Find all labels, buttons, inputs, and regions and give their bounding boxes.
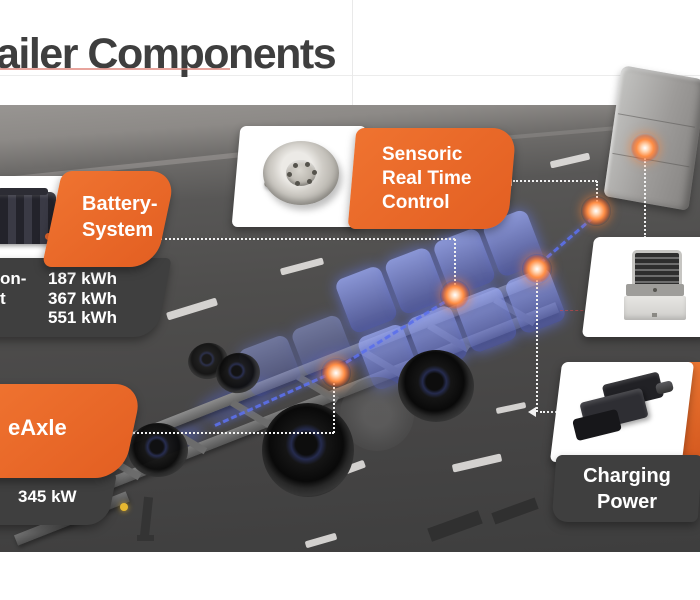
sensoric-label: Sensoric Real Time Control (347, 128, 517, 229)
connector-eaxle (126, 432, 334, 434)
charging-line1: Charging (583, 465, 671, 487)
sensor-image-card (231, 126, 367, 227)
sensoric-line3: Control (382, 192, 450, 213)
sensoric-line1: Sensoric (382, 144, 463, 165)
battery-image-card (0, 176, 91, 260)
wheel (398, 350, 474, 422)
connector-rear-panel (644, 158, 646, 238)
lane-marking (451, 453, 503, 473)
battery-label-line1: Battery- (82, 193, 158, 215)
lane-marking (549, 152, 591, 169)
component-marker-eaxle (321, 358, 351, 388)
spellcheck-underline (0, 68, 230, 70)
side-marker-light (120, 503, 128, 511)
charging-power-label: Charging Power (551, 455, 700, 522)
battery-type-cutoff-text: on- t (0, 269, 27, 308)
lane-marking (279, 257, 325, 276)
landing-gear-foot (137, 535, 154, 541)
charging-unit-image (572, 371, 675, 442)
component-marker-charging (522, 254, 552, 284)
component-marker-rear-panel (630, 133, 660, 163)
eaxle-label-text: eAxle (8, 415, 67, 440)
battery-capacity-value: 367 kWh (48, 288, 117, 308)
connector-sensoric (596, 181, 598, 205)
eaxle-power-value: 345 kW (18, 487, 77, 506)
connector-eaxle (333, 383, 335, 433)
battery-capacity-list: 187 kWh 367 kWh 551 kWh (48, 269, 117, 328)
sensoric-line2: Real Time (382, 168, 472, 189)
landing-gear (139, 496, 154, 538)
brake-disc-image (263, 141, 339, 205)
connector-battery (160, 238, 455, 240)
connector-sensoric (513, 180, 597, 182)
connector-charging (540, 411, 565, 413)
battery-capacity-value: 551 kWh (48, 308, 117, 327)
component-marker-sensoric (581, 196, 611, 226)
connector-charging (536, 280, 538, 412)
lane-marking (495, 401, 527, 415)
layout-guide-vertical (352, 0, 353, 105)
component-marker-battery (440, 280, 470, 310)
battery-specs-panel: on- t 187 kWh 367 kWh 551 kWh (0, 258, 172, 337)
battery-system-label: Battery- System (41, 171, 177, 267)
connector-battery (454, 239, 456, 285)
battery-capacity-value: 187 kWh (48, 269, 117, 288)
cooling-unit-card (581, 237, 700, 337)
slide-title: ailer Components (0, 30, 337, 78)
eaxle-specs-panel: 345 kW (0, 473, 118, 525)
battery-pack-image (0, 188, 56, 244)
lane-marking (165, 297, 219, 321)
charging-line2: Power (596, 491, 658, 513)
eaxle-label: eAxle (0, 384, 143, 478)
connector-arrow-icon (528, 407, 536, 417)
wheel (262, 403, 354, 497)
lane-marking (304, 532, 338, 549)
charging-image-card (549, 362, 695, 462)
cooling-unit-image (624, 250, 686, 320)
battery-label-line2: System (82, 219, 154, 241)
layout-guide-horizontal (0, 75, 700, 76)
